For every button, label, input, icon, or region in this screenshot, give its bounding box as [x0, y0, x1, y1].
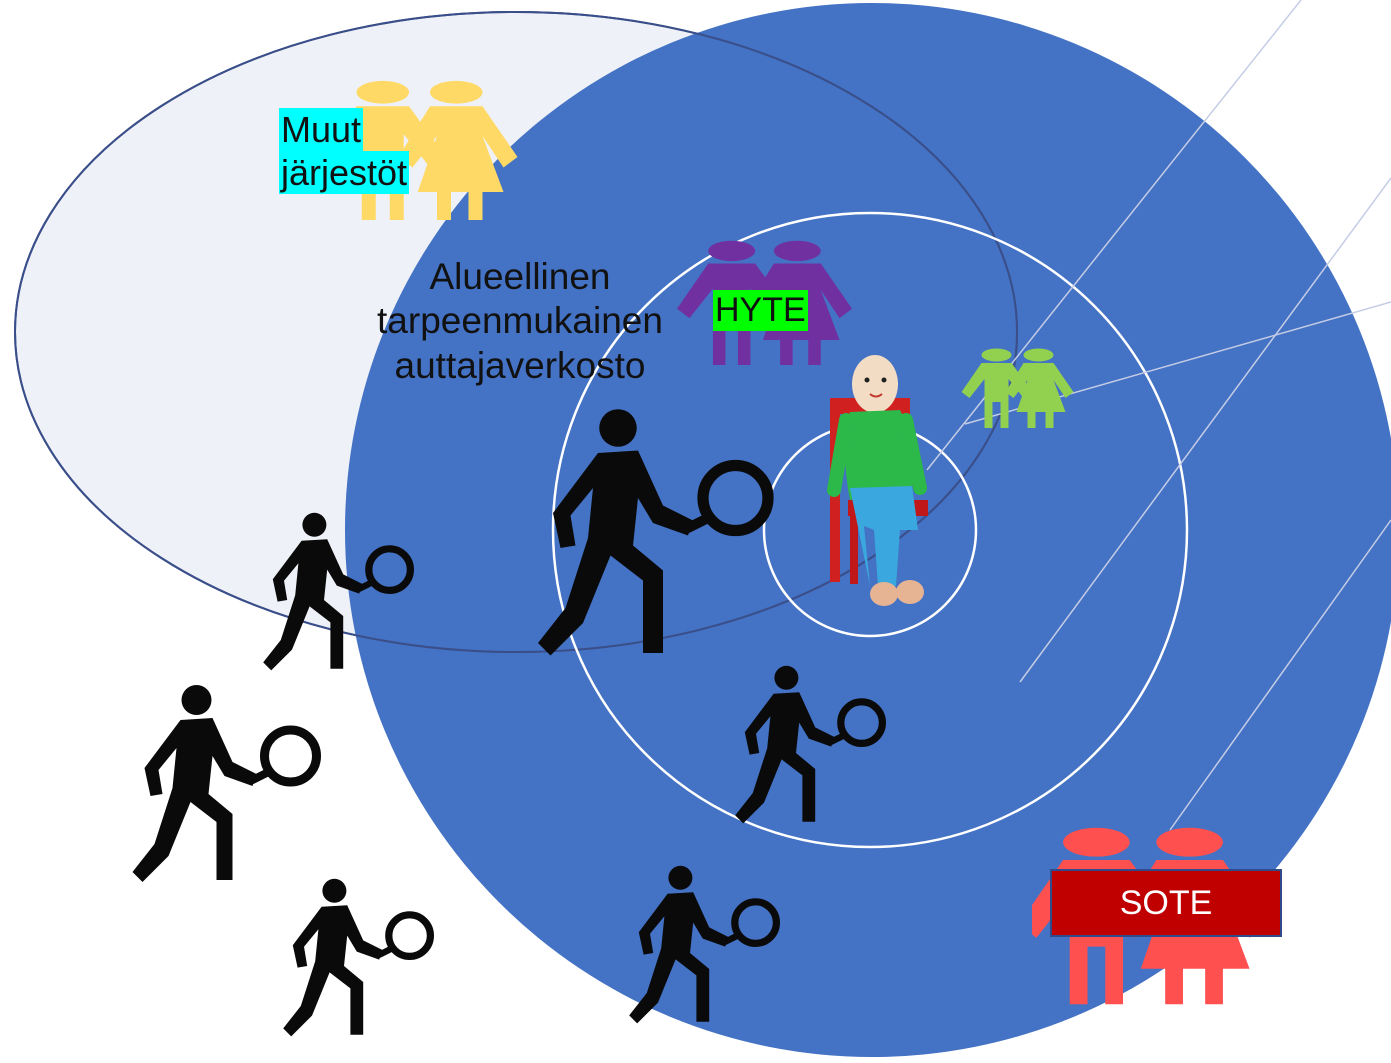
- seeker-icon-2: [133, 685, 317, 882]
- sote-label: SOTE: [1050, 869, 1282, 937]
- middle-ring: [551, 211, 1189, 849]
- other-orgs-label-line1: Muut: [279, 108, 364, 152]
- other-orgs-label: Muut järjestöt: [279, 108, 410, 195]
- network-label-line1: Alueellinen: [429, 256, 611, 297]
- ellipse-outline: [14, 11, 1018, 653]
- overlap-area: [345, 12, 1017, 652]
- regional-network-label: Alueellinen tarpeenmukainen auttajaverko…: [330, 255, 710, 388]
- hyte-label: HYTE: [713, 290, 808, 331]
- network-label-line2: tarpeenmukainen: [377, 300, 663, 342]
- seeker-icon-3: [283, 879, 430, 1037]
- other-orgs-label-line2: järjestöt: [279, 151, 410, 195]
- network-label-line3: auttajaverkosto: [394, 344, 646, 386]
- seated-elderly-person-icon: [827, 355, 928, 606]
- sote-label-text: SOTE: [1119, 883, 1213, 922]
